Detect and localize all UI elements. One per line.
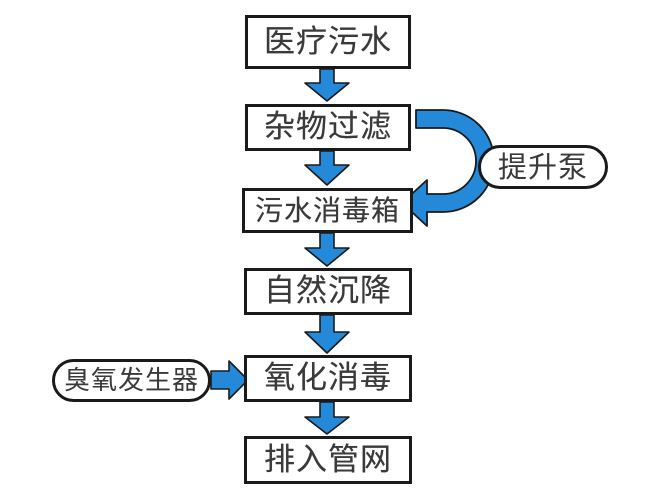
node-wastewater-disinfection-tank[interactable]: 污水消毒箱 [242,188,413,233]
arrow-ozone-generator-to-oxidation-disinfection [210,360,249,400]
node-label-medical-wastewater: 医疗污水 [264,23,392,60]
node-oxidation-disinfection[interactable]: 氧化消毒 [244,355,412,402]
node-label-discharge-to-pipe-network: 排入管网 [264,441,392,478]
node-natural-settling[interactable]: 自然沉降 [244,268,412,315]
node-label-lift-pump: 提升泵 [497,149,588,184]
arrow-natural-settling-to-oxidation-disinfection [304,314,350,354]
node-lift-pump[interactable]: 提升泵 [478,145,608,189]
arrow-debris-filter-to-disinfection-tank [304,150,350,186]
node-discharge-to-pipe-network[interactable]: 排入管网 [244,436,412,484]
node-label-ozone-generator: 臭氧发生器 [63,365,199,396]
node-label-wastewater-disinfection-tank: 污水消毒箱 [254,193,400,227]
node-debris-filter[interactable]: 杂物过滤 [245,104,411,151]
node-label-oxidation-disinfection: 氧化消毒 [264,360,392,396]
arrow-medical-wastewater-to-debris-filter [304,68,350,102]
arrow-disinfection-tank-to-natural-settling [304,232,350,267]
node-label-natural-settling: 自然沉降 [264,273,392,309]
node-medical-wastewater[interactable]: 医疗污水 [245,15,411,69]
node-ozone-generator[interactable]: 臭氧发生器 [52,359,211,402]
node-label-debris-filter: 杂物过滤 [264,109,392,145]
arrow-oxidation-disinfection-to-pipe-network [304,401,350,435]
